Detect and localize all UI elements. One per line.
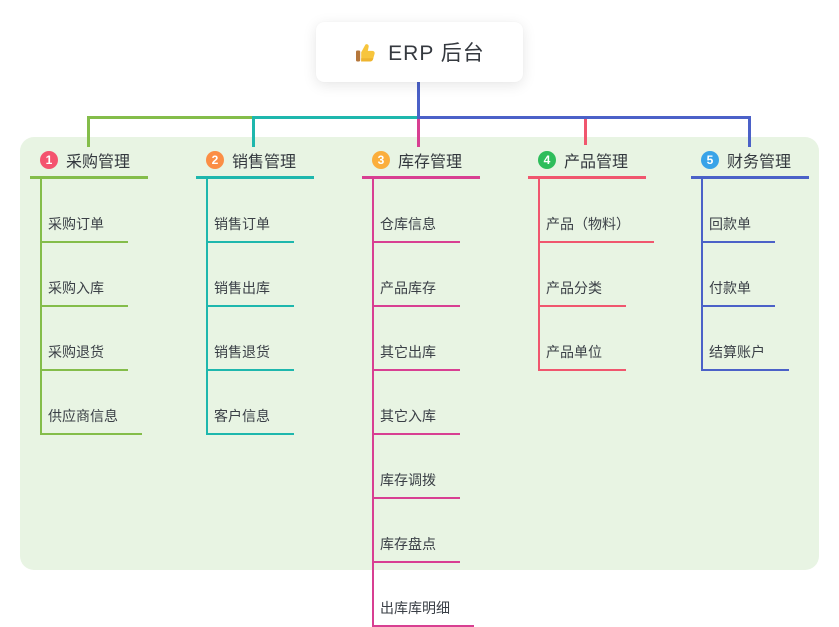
sub-item[interactable]: 其它入库	[372, 371, 460, 435]
branch-label: 库存管理	[398, 154, 463, 171]
branch-label: 产品管理	[564, 154, 629, 171]
branch-purchase: 1 采购管理 采购订单 采购入库 采购退货 供应商信息	[30, 146, 148, 435]
branch-spine-line	[206, 179, 208, 435]
sub-item[interactable]: 采购订单	[40, 179, 128, 243]
branch-finance: 5 财务管理 回款单 付款单 结算账户	[691, 146, 809, 371]
sub-item[interactable]: 其它出库	[372, 307, 460, 371]
connector-drop-branch2	[252, 116, 255, 147]
branch-sales: 2 销售管理 销售订单 销售出库 销售退货 客户信息	[196, 146, 314, 435]
branch-spine-line	[538, 179, 540, 371]
connector-drop-branch3	[417, 119, 420, 147]
branch-node-purchase[interactable]: 1 采购管理	[30, 146, 148, 179]
sub-item[interactable]: 结算账户	[701, 307, 789, 371]
branch-node-inventory[interactable]: 3 库存管理	[362, 146, 480, 179]
branch-node-product[interactable]: 4 产品管理	[528, 146, 646, 179]
branch-node-sales[interactable]: 2 销售管理	[196, 146, 314, 179]
branch-items: 采购订单 采购入库 采购退货 供应商信息	[30, 179, 142, 435]
connector-h-branch2	[253, 116, 418, 119]
branch-number-badge: 2	[206, 151, 224, 169]
branch-node-finance[interactable]: 5 财务管理	[691, 146, 809, 179]
connector-h-branch1	[87, 116, 254, 119]
branch-spine-line	[701, 179, 703, 371]
branch-items: 产品（物料） 产品分类 产品单位	[528, 179, 654, 371]
sub-item[interactable]: 出库库明细	[372, 563, 474, 627]
sub-item[interactable]: 销售退货	[206, 307, 294, 371]
sub-item[interactable]: 采购退货	[40, 307, 128, 371]
branch-product: 4 产品管理 产品（物料） 产品分类 产品单位	[528, 146, 654, 371]
branch-items: 销售订单 销售出库 销售退货 客户信息	[196, 179, 294, 435]
sub-item[interactable]: 采购入库	[40, 243, 128, 307]
branch-items: 仓库信息 产品库存 其它出库 其它入库 库存调拨 库存盘点 出库库明细	[362, 179, 474, 627]
branch-items: 回款单 付款单 结算账户	[691, 179, 789, 371]
branch-number-badge: 1	[40, 151, 58, 169]
root-node[interactable]: ERP 后台	[316, 22, 523, 82]
sub-item[interactable]: 库存调拨	[372, 435, 460, 499]
connector-root-drop	[417, 82, 420, 119]
branch-number-badge: 3	[372, 151, 390, 169]
branch-number-badge: 4	[538, 151, 556, 169]
connector-drop-branch1	[87, 116, 90, 147]
sub-item[interactable]: 销售出库	[206, 243, 294, 307]
connector-h-branch5	[417, 116, 751, 119]
sub-item[interactable]: 产品（物料）	[538, 179, 654, 243]
sub-item[interactable]: 产品分类	[538, 243, 626, 307]
sub-item[interactable]: 销售订单	[206, 179, 294, 243]
sub-item[interactable]: 库存盘点	[372, 499, 460, 563]
branch-number-badge: 5	[701, 151, 719, 169]
thumbs-up-icon	[356, 44, 375, 62]
branch-inventory: 3 库存管理 仓库信息 产品库存 其它出库 其它入库 库存调拨 库存盘点 出库库…	[362, 146, 480, 627]
branch-spine-line	[40, 179, 42, 435]
sub-item[interactable]: 回款单	[701, 179, 775, 243]
sub-item[interactable]: 付款单	[701, 243, 775, 307]
branch-label: 财务管理	[727, 154, 792, 171]
branch-label: 采购管理	[66, 154, 131, 171]
root-title: ERP 后台	[388, 42, 485, 65]
sub-item[interactable]: 供应商信息	[40, 371, 142, 435]
sub-item[interactable]: 产品库存	[372, 243, 460, 307]
sub-item[interactable]: 产品单位	[538, 307, 626, 371]
branch-label: 销售管理	[232, 154, 297, 171]
branch-spine-line	[372, 179, 374, 627]
sub-item[interactable]: 客户信息	[206, 371, 294, 435]
sub-item[interactable]: 仓库信息	[372, 179, 460, 243]
connector-drop-branch5	[748, 116, 751, 147]
connector-drop-branch4	[584, 119, 587, 145]
